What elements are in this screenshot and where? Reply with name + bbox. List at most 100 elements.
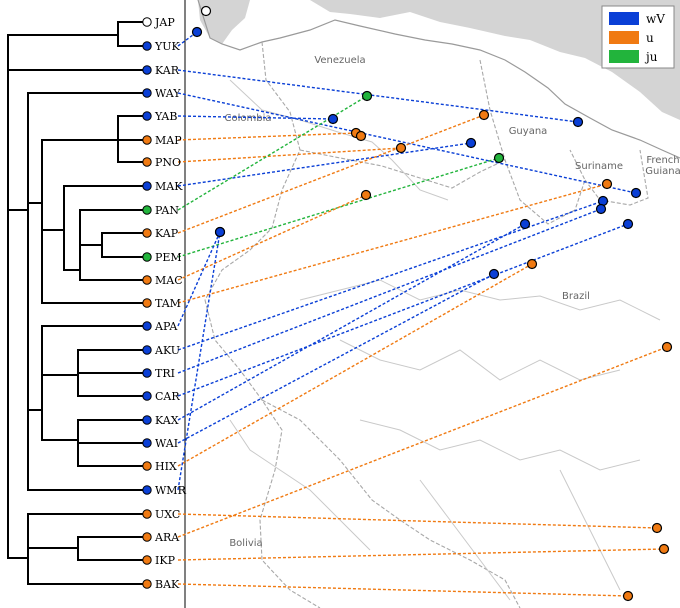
- leaf-marker-kar: [142, 65, 152, 75]
- leaf-label-car: CAR: [155, 390, 180, 403]
- leaf-marker-car: [142, 391, 152, 401]
- leaf-marker-tri: [142, 368, 152, 378]
- leaf-label-uxc: UXC: [155, 508, 180, 521]
- leaf-label-map: MAP: [155, 134, 182, 147]
- leaf-label-tam: TAM: [155, 297, 181, 310]
- connector-bak: [177, 583, 629, 597]
- connector-ikp: [177, 548, 665, 561]
- connector-pno: [177, 147, 402, 163]
- leaf-marker-wai: [142, 438, 152, 448]
- leaf-label-ara: ARA: [154, 531, 180, 544]
- legend-label-u: u: [646, 31, 654, 45]
- map-dot-pan: [361, 90, 373, 102]
- gray-land-north: [310, 0, 680, 120]
- leaf-marker-map: [142, 135, 152, 145]
- leaf-marker-jap: [142, 17, 152, 27]
- leaf-label-jap: JAP: [154, 16, 175, 29]
- map-dot-pno: [395, 142, 407, 154]
- leaf-label-aku: AKU: [154, 344, 180, 357]
- leaf-marker-yuk: [142, 41, 152, 51]
- leaf-marker-kax: [142, 415, 152, 425]
- map-dot-hix: [526, 258, 538, 270]
- connector-car: [177, 223, 629, 397]
- connector-ara: [177, 346, 668, 538]
- country-borders: [204, 41, 649, 608]
- map-dot-ikp: [658, 543, 670, 555]
- leaf-label-apa: APA: [154, 320, 178, 333]
- leaf-marker-uxc: [142, 509, 152, 519]
- leaf-label-kar: KAR: [155, 64, 180, 77]
- leaf-label-mak: MAK: [155, 180, 183, 193]
- connector-apa: [177, 231, 221, 327]
- leaf-label-pem: PEM: [155, 251, 182, 264]
- legend-swatch-u: [609, 31, 639, 44]
- connector-yuk: [177, 31, 198, 47]
- map-dot-car: [622, 218, 634, 230]
- map-dot-kax: [519, 218, 531, 230]
- map-dot-pem: [493, 152, 505, 164]
- map-dot-kar: [572, 116, 584, 128]
- leaf-label-way: WAY: [155, 87, 181, 100]
- rivers: [229, 79, 661, 601]
- leaf-marker-ara: [142, 532, 152, 542]
- map-dot-kap: [478, 109, 490, 121]
- map-dot-yuk: [191, 26, 203, 38]
- connector-kax: [177, 223, 526, 421]
- leaf-marker-bak: [142, 579, 152, 589]
- connector-hix: [177, 263, 533, 467]
- country-labels: Venezuela Colombia Guyana Suriname Frenc…: [225, 55, 680, 549]
- connector-pan: [177, 95, 368, 211]
- leaf-marker-aku: [142, 345, 152, 355]
- map-background: [185, 0, 680, 608]
- legend: wV u ju: [601, 5, 675, 69]
- map-panel: [184, 0, 680, 608]
- connector-mak: [177, 142, 472, 187]
- leaf-marker-mac: [142, 275, 152, 285]
- leaf-marker-yab: [142, 111, 152, 121]
- map-dot-uxc: [651, 522, 663, 534]
- leaf-marker-mak: [142, 181, 152, 191]
- leaf-marker-hix: [142, 461, 152, 471]
- leaf-marker-pan: [142, 205, 152, 215]
- leaf-label-pno: PNO: [155, 156, 181, 169]
- leaf-label-yab: YAB: [154, 110, 177, 123]
- leaf-label-bak: BAK: [155, 578, 180, 591]
- legend-label-ju: ju: [644, 50, 658, 64]
- map-dot-mak: [465, 137, 477, 149]
- connector-tam: [177, 183, 608, 304]
- legend-swatch-wV: [609, 12, 639, 25]
- country-label-venezuela: Venezuela: [314, 55, 365, 66]
- leaf-marker-kap: [142, 228, 152, 238]
- connector-kar: [177, 69, 579, 123]
- legend-label-wV: wV: [646, 12, 665, 26]
- map-dot-bak: [622, 590, 634, 602]
- connector-yab: [177, 115, 334, 120]
- country-label-guyana: Guyana: [509, 126, 548, 137]
- leaf-label-wai: WAI: [155, 437, 178, 450]
- map-dot-jap: [200, 5, 212, 17]
- leaf-label-kap: KAP: [155, 227, 179, 240]
- phylogenetic-tree: [7, 21, 146, 585]
- leaf-label-tri: TRI: [155, 367, 175, 380]
- country-label-colombia: Colombia: [225, 113, 272, 124]
- leaf-marker-ikp: [142, 555, 152, 565]
- leaf-marker-tam: [142, 298, 152, 308]
- map-dot-extra-0: [355, 130, 367, 142]
- map-dot-tam: [601, 178, 613, 190]
- leaf-marker-apa: [142, 321, 152, 331]
- leaf-label-mac: MAC: [155, 274, 183, 287]
- country-label-suriname: Suriname: [575, 161, 623, 172]
- connector-aku: [177, 200, 604, 351]
- country-label-bolivia: Bolivia: [229, 538, 262, 549]
- leaf-label-wmr: WMR: [155, 484, 187, 497]
- connector-wmr: [177, 231, 221, 491]
- leaf-marker-pno: [142, 157, 152, 167]
- legend-swatch-ju: [609, 50, 639, 63]
- leaf-label-ikp: IKP: [155, 554, 176, 567]
- tree-leaves: JAPYUKKARWAYYABMAPPNOMAKPANKAPPEMMACTAMA…: [142, 16, 187, 591]
- leaf-marker-way: [142, 88, 152, 98]
- map-dot-yab: [327, 113, 339, 125]
- connector-lines: [177, 31, 668, 597]
